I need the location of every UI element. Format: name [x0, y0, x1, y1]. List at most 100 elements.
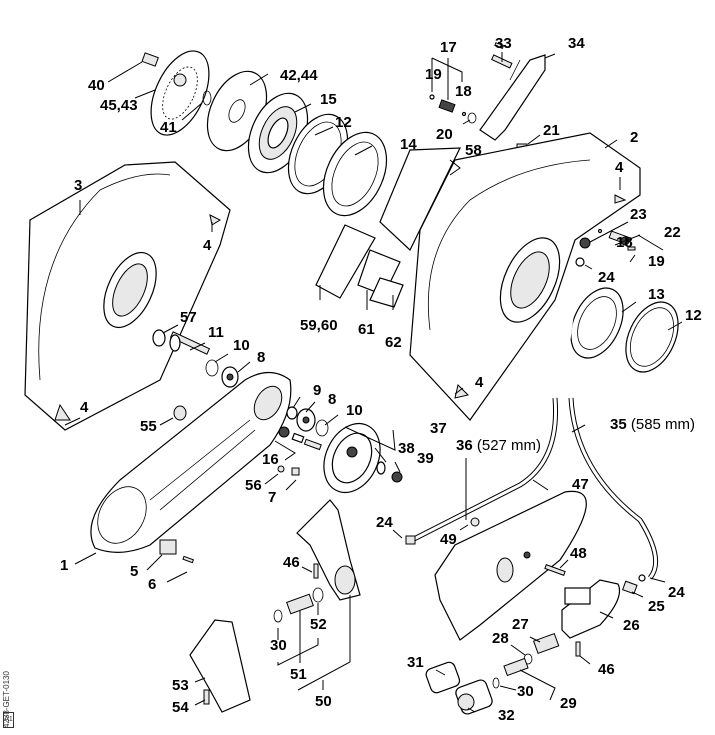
- callout-54: 54: [172, 699, 189, 716]
- callout-21: 21: [543, 122, 560, 139]
- screw-6: [182, 555, 195, 564]
- callout-33: 33: [495, 35, 512, 52]
- screw-7: [291, 467, 300, 476]
- callout-25: 25: [648, 598, 665, 615]
- cutting-arm-1: [90, 371, 292, 553]
- callout-1: 1: [60, 557, 69, 574]
- callout-28: 28: [492, 630, 509, 647]
- screw-54: [203, 689, 210, 705]
- bolt-17: [429, 94, 467, 117]
- callout-24-mid: 24: [376, 514, 393, 531]
- labels-59-60: [315, 224, 376, 299]
- valve-27: [532, 632, 560, 654]
- callout-50: 50: [315, 693, 332, 710]
- callout-19-right: 19: [648, 253, 665, 270]
- callout-10-top: 10: [233, 337, 250, 354]
- cap-24-mid: [405, 535, 416, 545]
- bearing-8-b: [296, 408, 316, 432]
- nozzle-51: [286, 593, 314, 615]
- callout-4-left-top: 4: [203, 237, 212, 254]
- cover-47: [434, 490, 587, 641]
- callout-2: 2: [630, 129, 639, 146]
- callout-39: 39: [417, 450, 434, 467]
- callout-46-right: 46: [598, 661, 615, 678]
- bracket-50: [296, 499, 361, 601]
- callout-35-length: (585 mm): [630, 416, 696, 433]
- bolt-40: [141, 52, 159, 67]
- callout-15: 15: [320, 91, 337, 108]
- callout-5: 5: [130, 563, 139, 580]
- screw-56: [277, 465, 285, 473]
- ring-13: [570, 287, 624, 359]
- snap-ring-10-b: [315, 419, 329, 437]
- ring-52: [312, 587, 324, 603]
- bearing-8-a: [221, 366, 239, 388]
- bushing-9: [286, 406, 298, 420]
- o-ring-30-left: [273, 609, 283, 623]
- screw-48: [544, 564, 566, 576]
- callout-41: 41: [160, 119, 177, 136]
- coupling-32: [455, 679, 493, 715]
- callout-57: 57: [180, 309, 197, 326]
- callout-9: 9: [313, 382, 322, 399]
- callout-35-number: 35: [610, 416, 627, 433]
- callout-58: 58: [465, 142, 482, 159]
- callout-59-60: 59,60: [300, 317, 338, 334]
- callout-42-44: 42,44: [280, 67, 318, 84]
- fitting-23: [579, 237, 591, 249]
- callout-26: 26: [623, 617, 640, 634]
- nut-39: [391, 471, 403, 483]
- callout-10-bottom: 10: [346, 402, 363, 419]
- callout-8-top: 8: [257, 349, 266, 366]
- callout-22: 22: [664, 224, 681, 241]
- bushing-57: [152, 329, 166, 347]
- callout-23: 23: [630, 206, 647, 223]
- callout-12-left: 12: [335, 114, 352, 131]
- callout-29: 29: [560, 695, 577, 712]
- callout-24-top: 24: [598, 269, 615, 286]
- callout-32: 32: [498, 707, 515, 724]
- callout-14: 14: [400, 136, 417, 153]
- label-58: [379, 147, 461, 251]
- callout-48: 48: [570, 545, 587, 562]
- callout-36-length: (527 mm): [476, 437, 542, 454]
- callout-51: 51: [290, 666, 307, 683]
- callout-7: 7: [268, 489, 277, 506]
- cap-24-right: [638, 574, 646, 582]
- callout-18-right: 18: [616, 234, 633, 251]
- callout-16: 16: [262, 451, 279, 468]
- callout-40: 40: [88, 77, 105, 94]
- callout-56: 56: [245, 477, 262, 494]
- guard-3: [24, 161, 231, 431]
- label-62: [369, 277, 404, 308]
- callout-30-right: 30: [517, 683, 534, 700]
- housing-26: [561, 579, 621, 639]
- leader-lines: [64, 52, 683, 713]
- handle-34: [479, 42, 546, 141]
- callout-62: 62: [385, 334, 402, 351]
- hose-top: [561, 271, 580, 386]
- ring-12-right: [625, 301, 679, 373]
- callout-36: 36 (527 mm): [456, 438, 541, 453]
- drawing-revision: A1: [3, 712, 14, 728]
- callout-20: 20: [436, 126, 453, 143]
- callout-37: 37: [430, 420, 447, 437]
- callout-35: 35 (585 mm): [610, 417, 695, 432]
- callout-55: 55: [140, 418, 157, 435]
- pulley-37: [323, 422, 381, 494]
- callout-8-bottom: 8: [328, 391, 337, 408]
- cover-53: [189, 619, 251, 713]
- callout-36-number: 36: [456, 437, 473, 454]
- callout-61: 61: [358, 321, 375, 338]
- coupling-31: [425, 661, 461, 694]
- callout-49: 49: [440, 531, 457, 548]
- o-ring-30-right: [492, 677, 500, 689]
- hose-35: [568, 397, 659, 580]
- snap-ring-41: [202, 90, 212, 106]
- nozzle-29: [503, 657, 529, 677]
- snap-ring-10-a: [205, 359, 219, 377]
- callout-11: 11: [208, 324, 224, 341]
- bolt-22: [597, 228, 636, 251]
- fitting-25: [622, 580, 638, 595]
